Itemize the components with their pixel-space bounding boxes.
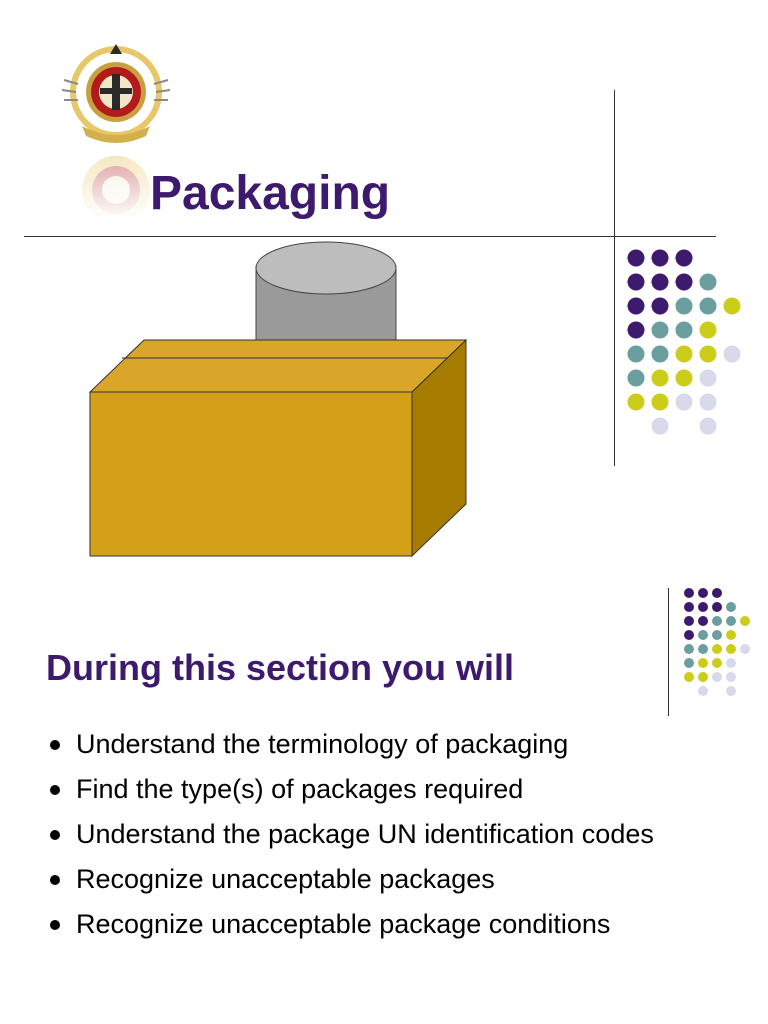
decor-dot: [651, 369, 669, 387]
decor-dot: [627, 297, 645, 315]
section-title: During this section you will: [46, 647, 515, 688]
decor-dot: [726, 686, 736, 696]
decor-dot: [627, 393, 645, 411]
horizontal-divider: [24, 236, 716, 237]
decor-dot: [684, 658, 694, 668]
decor-dot: [712, 616, 722, 626]
decor-dot: [726, 616, 736, 626]
decor-dot: [684, 672, 694, 682]
decor-dot: [698, 616, 708, 626]
decor-dot: [698, 672, 708, 682]
decor-dot: [651, 249, 669, 267]
decor-dot: [726, 602, 736, 612]
decor-dot: [698, 686, 708, 696]
decor-dot: [699, 393, 717, 411]
decor-dot: [651, 321, 669, 339]
dot-grid-icon-small: [680, 586, 756, 698]
decor-dot: [627, 321, 645, 339]
decor-dot: [675, 273, 693, 291]
decor-dot: [651, 345, 669, 363]
decor-dot: [712, 630, 722, 640]
list-item: Understand the package UN identification…: [46, 818, 726, 850]
list-item: Recognize unacceptable package condition…: [46, 908, 726, 940]
decor-dot: [675, 321, 693, 339]
vertical-divider-small: [668, 588, 669, 716]
decor-dot: [699, 273, 717, 291]
decor-dot: [651, 273, 669, 291]
decor-dot: [740, 644, 750, 654]
box-with-cylinder-icon: [86, 238, 476, 562]
decor-dot: [684, 644, 694, 654]
decor-dot: [740, 616, 750, 626]
vertical-divider: [614, 90, 615, 466]
decor-dot: [726, 658, 736, 668]
decor-dot: [684, 616, 694, 626]
decor-dot: [699, 321, 717, 339]
list-item: Recognize unacceptable packages: [46, 863, 726, 895]
decor-dot: [698, 658, 708, 668]
decor-dot: [723, 297, 741, 315]
decor-dot: [627, 345, 645, 363]
decor-dot: [699, 417, 717, 435]
decor-dot: [712, 672, 722, 682]
decor-dot: [698, 644, 708, 654]
decor-dot: [627, 273, 645, 291]
decor-dot: [675, 369, 693, 387]
decor-dot: [698, 602, 708, 612]
decor-dot: [726, 672, 736, 682]
objectives-list: Understand the terminology of packaging …: [46, 728, 726, 953]
decor-dot: [675, 297, 693, 315]
slide-title: Packaging: [150, 167, 391, 220]
decor-dot: [712, 588, 722, 598]
decor-dot: [675, 345, 693, 363]
university-crest-icon: [58, 40, 174, 224]
decor-dot: [675, 393, 693, 411]
decor-dot: [651, 297, 669, 315]
decor-dot: [651, 393, 669, 411]
decor-dot: [684, 630, 694, 640]
decor-dot: [651, 417, 669, 435]
decor-dot: [675, 249, 693, 267]
list-item: Find the type(s) of packages required: [46, 773, 726, 805]
decor-dot: [684, 602, 694, 612]
decor-dot: [684, 588, 694, 598]
decor-dot: [699, 297, 717, 315]
dot-grid-icon: [622, 246, 752, 442]
decor-dot: [627, 249, 645, 267]
list-item: Understand the terminology of packaging: [46, 728, 726, 760]
decor-dot: [723, 345, 741, 363]
decor-dot: [699, 345, 717, 363]
decor-dot: [699, 369, 717, 387]
decor-dot: [712, 644, 722, 654]
decor-dot: [698, 588, 708, 598]
decor-dot: [726, 630, 736, 640]
decor-dot: [698, 630, 708, 640]
decor-dot: [726, 644, 736, 654]
decor-dot: [712, 602, 722, 612]
decor-dot: [712, 658, 722, 668]
decor-dot: [627, 369, 645, 387]
